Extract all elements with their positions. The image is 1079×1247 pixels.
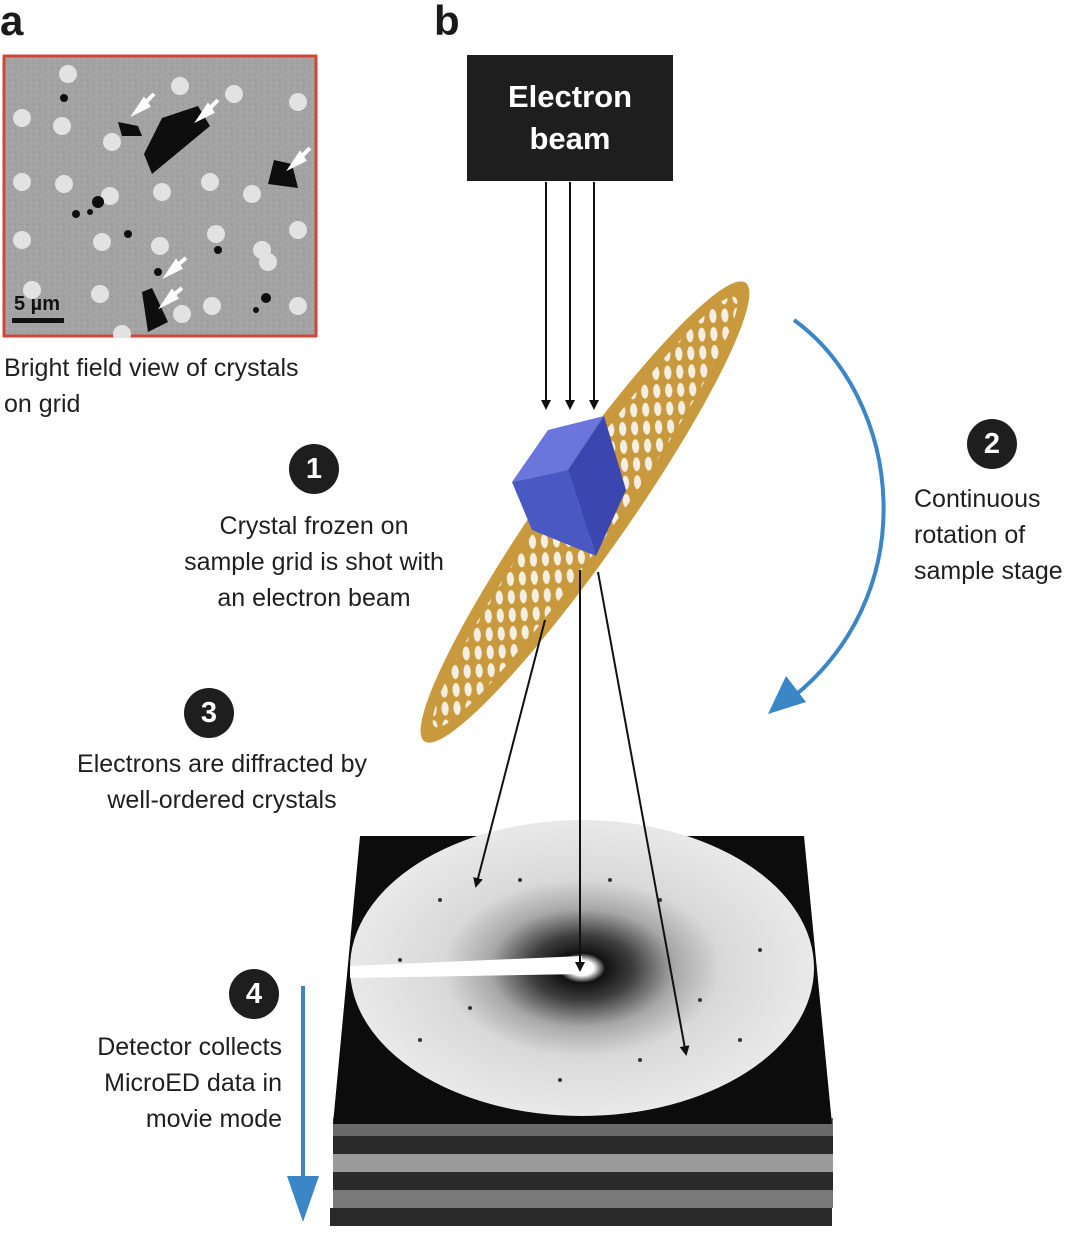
electron-beam-box: Electron beam <box>467 55 673 181</box>
crystal-dot <box>92 196 104 208</box>
white-arrows <box>130 92 312 310</box>
grid-hole <box>289 221 307 239</box>
grid-hole <box>13 231 31 249</box>
grid-hole <box>113 325 131 338</box>
grid-hole <box>55 175 73 193</box>
grid-hole <box>53 117 71 135</box>
grid-hole <box>153 183 171 201</box>
diffraction-spots <box>398 878 762 1082</box>
grid-hole <box>201 173 219 191</box>
rotation-arrowhead <box>768 676 806 714</box>
diffracted-beam-lines <box>473 570 690 1056</box>
grid-hole <box>207 225 225 243</box>
scale-bar <box>12 318 64 323</box>
step-4-text: Detector collects MicroED data in movie … <box>97 1033 282 1133</box>
grid-hole <box>171 77 189 95</box>
grid-holes <box>13 65 307 338</box>
grid-hole <box>243 185 261 203</box>
panel-a-letter: a <box>0 0 24 44</box>
panel-b-letter: b <box>434 0 460 44</box>
movie-mode-arrowhead <box>287 1176 319 1222</box>
bright-field-micrograph: 5 µm <box>2 54 318 338</box>
step-1-badge: 1 <box>289 444 339 494</box>
grid-hole <box>103 133 121 151</box>
grid-hole <box>173 305 191 323</box>
beam-stop <box>350 956 582 978</box>
rotation-arc <box>782 318 886 706</box>
crystal-large <box>144 106 210 174</box>
step-3-badge: 3 <box>184 688 234 738</box>
grid-hole <box>101 187 119 205</box>
step-3-text: Electrons are diffracted by well-ordered… <box>77 750 367 814</box>
grid-hole <box>289 93 307 111</box>
detector-stack <box>330 820 833 1226</box>
grid-hole <box>93 233 111 251</box>
crystals <box>60 94 298 332</box>
grid-hole <box>91 285 109 303</box>
incident-beam-lines <box>541 182 599 410</box>
grid-hole <box>23 281 41 299</box>
grid-hole <box>59 65 77 83</box>
grid-hole <box>203 297 221 315</box>
grid-hole <box>13 109 31 127</box>
crystal-small-1 <box>118 122 142 136</box>
grid-hole <box>259 253 277 271</box>
panel-a-caption: Bright field view of crystals on grid <box>4 354 299 418</box>
grid-hole <box>225 85 243 103</box>
crystal-bottom <box>142 288 168 332</box>
step-2-badge: 2 <box>967 419 1017 469</box>
step-1-text: Crystal frozen on sample grid is shot wi… <box>184 512 444 612</box>
grid-hole <box>151 237 169 255</box>
crystal-cube <box>512 416 626 556</box>
grid-hole <box>13 173 31 191</box>
grid-hole <box>289 297 307 315</box>
step-4-badge: 4 <box>229 969 279 1019</box>
step-2-text: Continuous rotation of sample stage <box>914 485 1063 585</box>
scale-bar-label: 5 µm <box>14 293 60 315</box>
